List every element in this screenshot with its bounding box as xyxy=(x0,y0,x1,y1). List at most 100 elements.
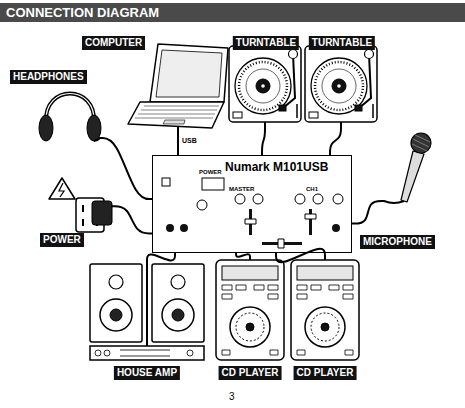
device-box: TURNTABLE xyxy=(304,36,380,126)
microphone-drawing xyxy=(384,133,431,203)
mixer-display xyxy=(202,178,224,190)
cable-stub xyxy=(94,138,100,141)
mic-mesh xyxy=(412,135,430,151)
house-amp-drawing xyxy=(90,262,204,360)
tone-arm-pivot xyxy=(289,50,298,59)
mixer-drawing xyxy=(152,155,352,253)
power-outlet-drawing xyxy=(49,178,112,232)
laptop-base xyxy=(128,102,224,128)
panel-label: MASTER xyxy=(229,186,254,192)
page-number: 3 xyxy=(229,392,235,402)
laptop-lid xyxy=(150,44,228,102)
mixer-face xyxy=(152,155,352,253)
turntable-body xyxy=(229,46,301,122)
speaker-woofer xyxy=(100,299,132,331)
speaker-woofer xyxy=(162,299,194,331)
woofer-cap xyxy=(172,309,184,321)
cd-player-body xyxy=(216,260,284,360)
cable xyxy=(147,253,175,262)
panel-label: CH1 xyxy=(306,186,318,192)
device-label: TURNTABLE xyxy=(233,36,299,50)
jog-wheel xyxy=(230,307,270,347)
headband xyxy=(46,94,94,123)
cable-label: USB xyxy=(182,137,197,144)
cd-player-drawing xyxy=(291,258,359,360)
device-label: MICROPHONE xyxy=(360,235,435,249)
device-box: MICROPHONE xyxy=(384,122,442,250)
ear-cup xyxy=(39,115,53,141)
amplifier-body xyxy=(90,346,204,360)
lightning-bolt xyxy=(59,183,64,197)
cable xyxy=(262,126,265,155)
cable xyxy=(276,249,325,262)
cable-stub xyxy=(384,201,404,203)
mixer-knobs xyxy=(197,194,343,210)
strobe-dots xyxy=(239,62,287,110)
power-adapter xyxy=(92,201,112,225)
device-box: HOUSE AMP xyxy=(86,262,208,384)
laptop-screen xyxy=(156,50,222,97)
device-label: POWER xyxy=(40,233,84,247)
device-label: HEADPHONES xyxy=(10,70,87,84)
title-band: CONNECTION DIAGRAM xyxy=(0,3,465,22)
amplifier-vents xyxy=(120,350,170,356)
device-name: Numark M101USB xyxy=(225,160,328,174)
jog-wheel-ring xyxy=(236,313,264,341)
speaker-cabinet xyxy=(90,264,142,342)
turntable-drawing xyxy=(229,46,301,126)
crossfader-cap xyxy=(278,239,284,248)
cable xyxy=(177,128,179,155)
amplifier-knobs xyxy=(95,350,193,356)
headshell xyxy=(279,105,286,111)
laptop-keys xyxy=(135,106,219,118)
device-label: HOUSE AMP xyxy=(114,366,180,380)
headphones-drawing xyxy=(39,94,101,142)
mixer-box: Numark M101USB xyxy=(152,155,352,253)
cable xyxy=(112,206,152,233)
laptop-touchpad xyxy=(163,120,185,124)
cd-display xyxy=(222,266,278,280)
cable xyxy=(236,253,250,258)
speaker-tweeter xyxy=(171,275,185,289)
turntable-record xyxy=(246,69,280,103)
tone-arm xyxy=(283,54,295,108)
record-label xyxy=(256,79,270,93)
power-switch xyxy=(162,178,170,186)
device-box: COMPUTER xyxy=(82,36,228,128)
device-box: CD PLAYER xyxy=(214,258,286,384)
device-box: POWER xyxy=(40,176,112,248)
device-label: TURNTABLE xyxy=(309,36,375,50)
panel-label: POWER xyxy=(199,169,222,175)
turntable-drawing xyxy=(305,46,377,126)
warning-triangle xyxy=(49,178,75,199)
speaker-cabinet xyxy=(152,264,204,342)
headband-highlight xyxy=(46,94,94,123)
device-box: TURNTABLE xyxy=(228,36,304,126)
device-label: CD PLAYER xyxy=(294,366,357,380)
device-label: COMPUTER xyxy=(82,36,145,50)
speaker-tweeter xyxy=(109,275,123,289)
cd-player-drawing xyxy=(216,258,284,360)
device-label: CD PLAYER xyxy=(219,366,282,380)
cable xyxy=(100,138,152,199)
cd-buttons xyxy=(222,285,278,355)
fader-slots xyxy=(249,209,312,235)
cable xyxy=(330,126,341,155)
mic-body xyxy=(401,151,424,202)
woofer-cap xyxy=(110,309,122,321)
mic-head xyxy=(411,133,431,153)
device-box: HEADPHONES xyxy=(10,70,100,150)
jog-wheel-hub xyxy=(246,323,254,331)
pitch-slider xyxy=(296,104,298,118)
mixer-jacks xyxy=(166,224,340,232)
cable-stub xyxy=(146,262,148,346)
diagram-title: CONNECTION DIAGRAM xyxy=(0,3,465,22)
laptop-drawing xyxy=(128,44,228,128)
start-button xyxy=(233,112,242,118)
fader-caps xyxy=(245,214,316,224)
